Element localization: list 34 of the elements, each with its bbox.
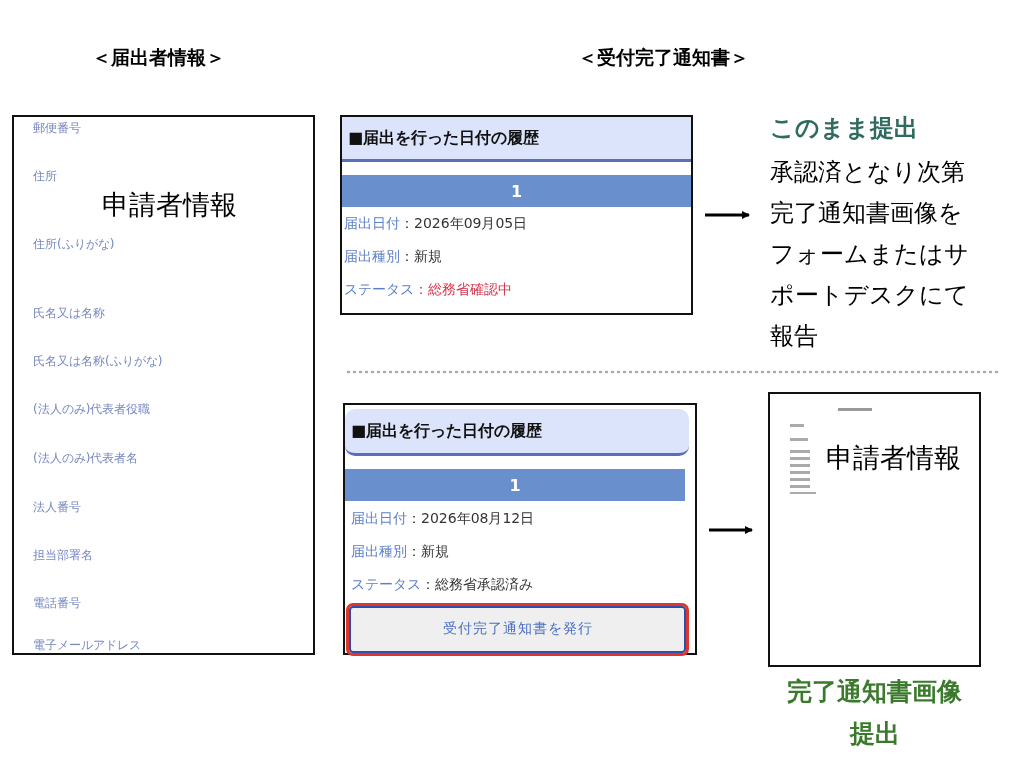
screenshot-panel [12, 115, 315, 655]
arrow [709, 526, 753, 534]
screenshot-panel [343, 403, 697, 655]
row-number: 1 [509, 182, 524, 201]
emphasis-heading: このまま提出 [770, 113, 918, 144]
document-preview [768, 392, 981, 667]
issue-button: 受付完了通知書を発行 [349, 606, 686, 653]
field-label: 住所(ふりがな) [33, 236, 115, 253]
status-row: 届出日付：2026年08月12日 [351, 510, 535, 528]
status-row: 届出日付：2026年09月05日 [344, 215, 528, 233]
status-row: ステータス：総務省承認済み [351, 576, 533, 594]
screenshot-panel [340, 115, 693, 315]
status-row: 届出種別：新規 [351, 543, 449, 561]
field-label: (法人のみ)代表者役職 [33, 401, 151, 418]
field-label: 法人番号 [33, 499, 81, 516]
overlay-heading: 申請者情報 [102, 188, 237, 222]
arrow [705, 211, 750, 219]
status-row: ステータス：総務省確認中 [344, 281, 512, 299]
field-label: 郵便番号 [33, 120, 81, 137]
field-label: 担当部署名 [33, 547, 93, 564]
section-title: ＜受付完了通知書＞ [578, 45, 749, 70]
field-label: 氏名又は名称(ふりがな) [33, 353, 163, 370]
field-label: 電話番号 [33, 595, 81, 612]
status-row: 届出種別：新規 [344, 248, 442, 266]
instruction-text: 承認済となり次第完了通知書画像をフォームまたはサポートデスクにて報告 [770, 157, 970, 352]
section-heading: ■届出を行った日付の履歴 [348, 128, 540, 149]
caption-text: 完了通知書画像提出 [786, 676, 963, 750]
field-label: 氏名又は名称 [33, 305, 105, 322]
field-label: 住所 [33, 168, 57, 185]
section-heading: ■届出を行った日付の履歴 [351, 421, 543, 442]
section-title: ＜届出者情報＞ [92, 45, 225, 70]
field-label: 電子メールアドレス [33, 637, 141, 654]
row-number: 1 [508, 476, 522, 495]
field-label: (法人のみ)代表者名 [33, 450, 139, 467]
